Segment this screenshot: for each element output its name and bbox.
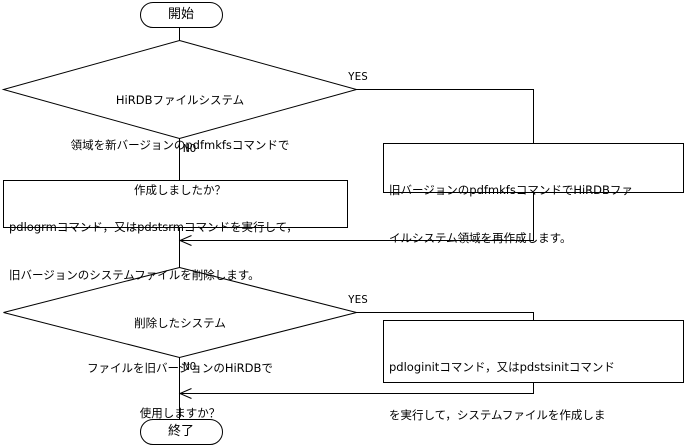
end-terminator-shape	[140, 419, 223, 445]
connector-process-yes1-to-merge	[180, 192, 534, 241]
decision2-line-2: ファイルを旧バージョンのHiRDBで	[87, 361, 273, 375]
start-terminator-shape	[140, 2, 223, 28]
process-yes2-shape	[383, 320, 684, 383]
decision2-text: 削除したシステム ファイルを旧バージョンのHiRDBで 使用しますか？	[3, 286, 357, 448]
process-yes1-line-2: イルシステム領域を再作成します。	[389, 231, 572, 245]
connector-process-yes2-to-merge	[180, 382, 534, 394]
process-no1-shape	[3, 180, 348, 228]
decision2-line-1: 削除したシステム	[134, 316, 226, 330]
process-yes2-line-2: を実行して，システムファイルを作成しま	[389, 408, 606, 422]
connector-decision2-yes	[356, 312, 534, 321]
decision1-line-1: HiRDBファイルシステム	[115, 93, 245, 107]
process-yes1-line-1: 旧バージョンのpdfmkfsコマンドでHiRDBファ	[389, 183, 633, 197]
process-no1-line-2: 旧バージョンのシステムファイルを削除します。	[9, 268, 260, 282]
start-terminator-label: 開始	[167, 7, 194, 22]
process-no1-text: pdlogrmコマンド，又はpdstsrmコマンドを実行して， 旧バージョンのシ…	[9, 187, 345, 315]
decision2-line-3: 使用しますか？	[139, 406, 221, 420]
decision1-no-label: NO	[183, 142, 197, 155]
decision1-line-2: 領域を新バージョンのpdfmkfsコマンドで	[70, 138, 290, 152]
process-no1-line-1: pdlogrmコマンド，又はpdstsrmコマンドを実行して，	[9, 220, 298, 234]
decision2-no-label: NO	[183, 360, 197, 373]
connector-decision1-yes	[356, 89, 534, 144]
process-yes1-text: 旧バージョンのpdfmkfsコマンドでHiRDBファ イルシステム領域を再作成し…	[389, 150, 681, 278]
decision1-line-3: 作成しましたか？	[134, 183, 226, 197]
end-terminator-label: 終了	[167, 424, 194, 439]
process-yes1-shape	[383, 143, 684, 193]
process-yes2-text: pdloginitコマンド，又はpdstsinitコマンド を実行して，システム…	[389, 327, 681, 448]
decision1-yes-label: YES	[348, 70, 368, 83]
decision2-yes-label: YES	[348, 293, 368, 306]
process-yes2-line-1: pdloginitコマンド，又はpdstsinitコマンド	[389, 360, 615, 374]
decision1-text: HiRDBファイルシステム 領域を新バージョンのpdfmkfsコマンドで 作成し…	[3, 63, 357, 228]
